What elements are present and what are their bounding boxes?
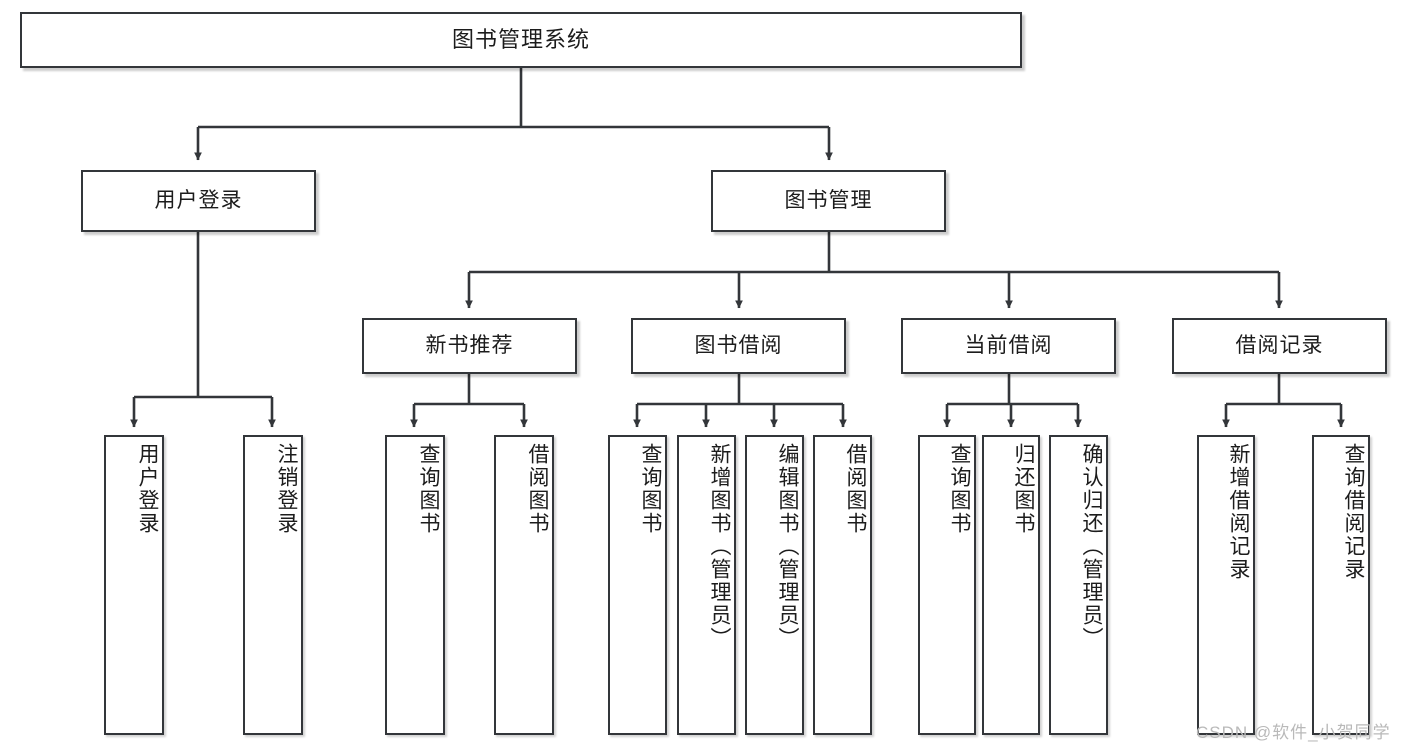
leaf-label: 查询借阅记录 <box>1342 443 1365 581</box>
leaf-label: 注销登录 <box>275 443 298 535</box>
leaf-borrow-book-recommend[interactable]: 借阅图书 <box>494 435 554 735</box>
leaf-label: 归还图书 <box>1012 443 1035 535</box>
leaf-label: 查询图书 <box>417 443 440 535</box>
node-book-borrow[interactable]: 图书借阅 <box>631 318 846 374</box>
leaf-label: 借阅图书 <box>526 443 549 535</box>
leaf-label: 编辑图书（管理员） <box>776 443 799 650</box>
leaf-label: 用户登录 <box>136 443 159 535</box>
leaf-edit-book-admin[interactable]: 编辑图书（管理员） <box>745 435 804 735</box>
node-current-borrow[interactable]: 当前借阅 <box>901 318 1116 374</box>
leaf-label: 借阅图书 <box>844 443 867 535</box>
leaf-add-book-admin[interactable]: 新增图书（管理员） <box>677 435 736 735</box>
node-book-management[interactable]: 图书管理 <box>711 170 946 232</box>
leaf-label: 确认归还（管理员） <box>1080 443 1103 650</box>
leaf-return-book[interactable]: 归还图书 <box>982 435 1040 735</box>
leaf-query-borrow-record[interactable]: 查询借阅记录 <box>1312 435 1370 735</box>
node-user-login[interactable]: 用户登录 <box>81 170 316 232</box>
leaf-label: 查询图书 <box>639 443 662 535</box>
leaf-add-borrow-record[interactable]: 新增借阅记录 <box>1197 435 1255 735</box>
leaf-query-book-current[interactable]: 查询图书 <box>918 435 976 735</box>
leaf-query-book-borrow[interactable]: 查询图书 <box>608 435 667 735</box>
node-new-book-recommend[interactable]: 新书推荐 <box>362 318 577 374</box>
node-root-system[interactable]: 图书管理系统 <box>20 12 1022 68</box>
leaf-logout-login[interactable]: 注销登录 <box>243 435 303 735</box>
leaf-borrow-book[interactable]: 借阅图书 <box>813 435 872 735</box>
leaf-label: 查询图书 <box>948 443 971 535</box>
leaf-query-book-recommend[interactable]: 查询图书 <box>385 435 445 735</box>
leaf-label: 新增借阅记录 <box>1227 443 1250 581</box>
leaf-label: 新增图书（管理员） <box>708 443 731 650</box>
leaf-user-login[interactable]: 用户登录 <box>104 435 164 735</box>
node-borrow-record[interactable]: 借阅记录 <box>1172 318 1387 374</box>
watermark-text: CSDN @软件_小贺同学 <box>1196 723 1391 742</box>
leaf-confirm-return-admin[interactable]: 确认归还（管理员） <box>1049 435 1108 735</box>
